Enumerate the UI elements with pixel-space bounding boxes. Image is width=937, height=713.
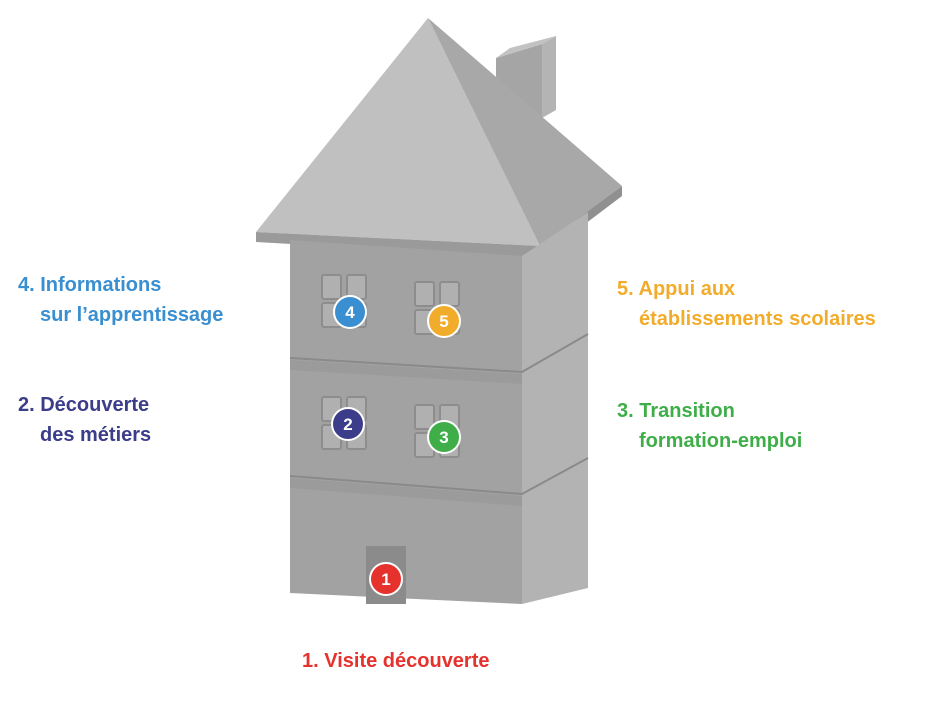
svg-text:2: 2 — [343, 415, 352, 434]
label-step-3: 3. Transition formation-emploi — [617, 400, 803, 452]
badge-2: 2 — [331, 407, 365, 441]
badge-4: 4 — [333, 295, 367, 329]
walls — [289, 212, 589, 604]
label-step-5: 5. Appui aux établissements scolaires — [617, 278, 876, 330]
svg-text:5: 5 — [439, 312, 448, 331]
badge-5: 5 — [427, 304, 461, 338]
label-step-2: 2. Découverte des métiers — [18, 394, 152, 446]
label-step-4: 4. Informations sur l’apprentissage — [18, 274, 224, 326]
svg-text:4: 4 — [345, 303, 355, 322]
svg-text:1: 1 — [381, 570, 390, 589]
badge-1: 1 — [369, 562, 403, 596]
svg-text:3: 3 — [439, 428, 448, 447]
roof — [256, 18, 622, 258]
badge-3: 3 — [427, 420, 461, 454]
label-step-1: 1. Visite découverte — [302, 650, 490, 672]
